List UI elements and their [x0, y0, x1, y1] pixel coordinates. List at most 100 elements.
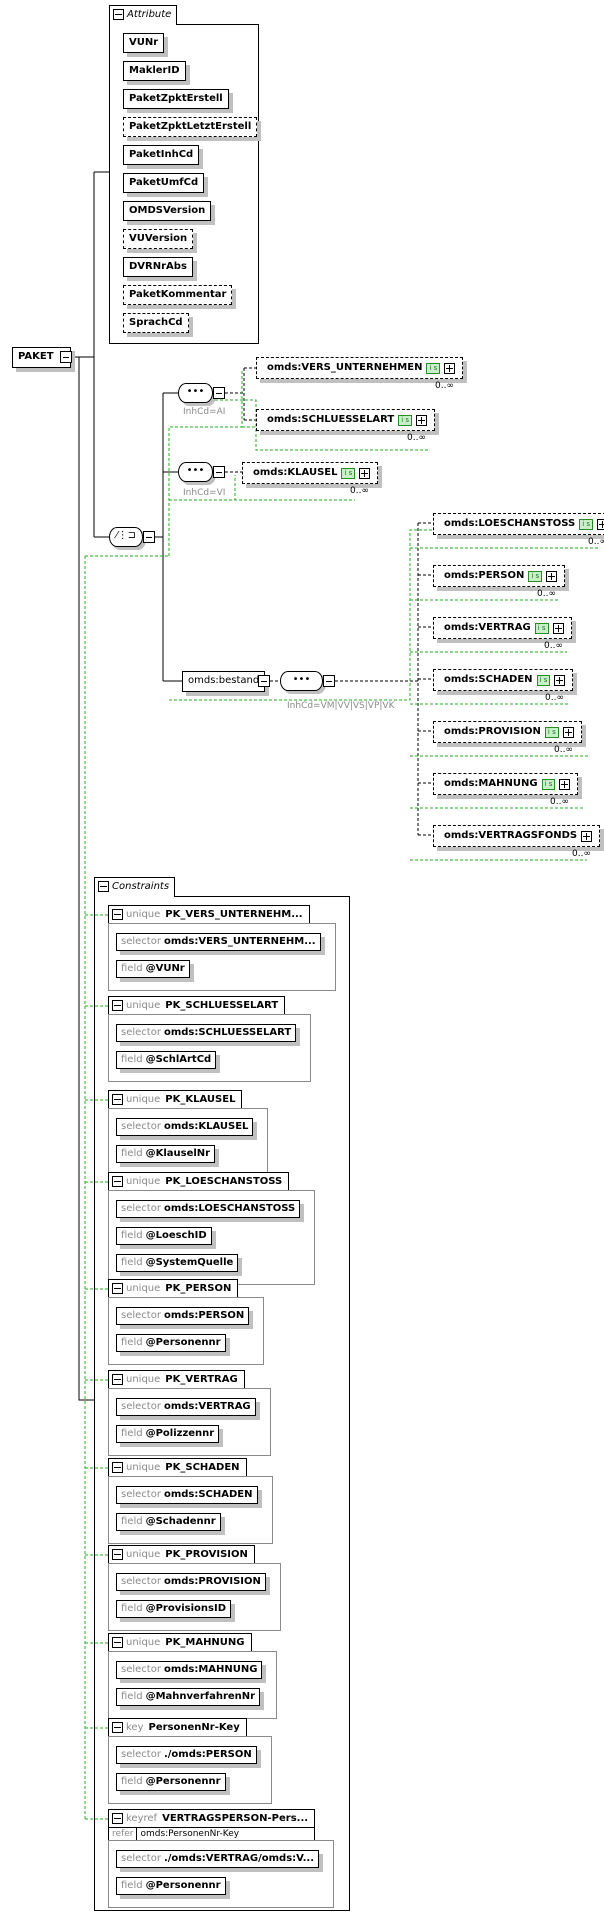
- constraint-row-kind: selector: [121, 1310, 161, 1321]
- attribute-paketkommentar[interactable]: PaketKommentar: [123, 285, 233, 305]
- expand-icon[interactable]: [552, 622, 564, 634]
- collapse-sequence-bestand-button[interactable]: [323, 675, 335, 687]
- constraint-field[interactable]: field@Schadennr: [116, 1513, 221, 1531]
- multiplicity: 0..∞: [544, 641, 563, 651]
- expand-icon[interactable]: [546, 570, 558, 582]
- collapse-icon[interactable]: [112, 1636, 123, 1648]
- attribute-paketzpkterstell[interactable]: PaketZpktErstell: [123, 89, 229, 109]
- attribute-dvrnrabs[interactable]: DVRNrAbs: [123, 257, 193, 277]
- constraints-tab[interactable]: Constraints: [94, 877, 176, 897]
- attribute-omdsversion[interactable]: OMDSVersion: [123, 201, 212, 221]
- constraint-field[interactable]: field@Personennr: [116, 1773, 226, 1791]
- bestand-group[interactable]: omds:bestand: [182, 671, 266, 692]
- attribute-group-tab[interactable]: Attribute: [109, 5, 178, 25]
- attribute-maklerid[interactable]: MaklerID: [123, 61, 186, 81]
- choice-compositor[interactable]: ⁄⋮⊐: [109, 527, 143, 547]
- constraint-selector[interactable]: selector./omds:VERTRAG/omds:V...: [116, 1850, 319, 1868]
- multiplicity: 0..∞: [572, 849, 591, 859]
- collapse-icon[interactable]: [112, 1282, 123, 1294]
- attribute-paketzpktletzterstell[interactable]: PaketZpktLetztErstell: [123, 117, 258, 137]
- constraint-field[interactable]: field@Polizzennr: [116, 1425, 220, 1443]
- expand-icon[interactable]: [444, 362, 456, 374]
- collapse-icon[interactable]: [112, 999, 123, 1011]
- collapse-icon[interactable]: [112, 1721, 123, 1733]
- expand-icon[interactable]: [581, 830, 593, 842]
- collapse-icon[interactable]: [112, 908, 123, 920]
- collapse-icon[interactable]: [112, 1812, 123, 1824]
- collapse-icon[interactable]: [112, 1548, 123, 1560]
- constraint-field[interactable]: field@ProvisionsID: [116, 1600, 231, 1618]
- constraint-field[interactable]: field@Personennr: [116, 1334, 226, 1352]
- constraint-field[interactable]: field@SystemQuelle: [116, 1254, 239, 1272]
- constraint-field[interactable]: field@LoeschID: [116, 1227, 212, 1245]
- attribute-sprachcd[interactable]: SprachCd: [123, 313, 189, 333]
- expand-icon[interactable]: [562, 726, 574, 738]
- attribute-vunr[interactable]: VUNr: [123, 33, 165, 53]
- expand-icon[interactable]: [597, 518, 604, 530]
- constraint-name: VERTRAGSPERSON-Pers...: [162, 1813, 309, 1824]
- expand-icon[interactable]: [359, 467, 371, 479]
- constraint-field[interactable]: field@VUNr: [116, 960, 190, 978]
- constraint-field[interactable]: field@SchlArtCd: [116, 1051, 217, 1069]
- collapse-icon[interactable]: [113, 8, 124, 20]
- expand-icon[interactable]: [554, 674, 566, 686]
- constraint-row-kind: selector: [121, 1121, 161, 1132]
- constraint-field[interactable]: field@MahnverfahrenNr: [116, 1688, 261, 1706]
- expand-icon[interactable]: [416, 414, 428, 426]
- collapse-sequence-2-button[interactable]: [213, 466, 225, 478]
- collapse-bestand-button[interactable]: [258, 675, 270, 687]
- collapse-icon[interactable]: [112, 1373, 123, 1385]
- attribute-paketinhcd[interactable]: PaketInhCd: [123, 145, 200, 165]
- collapse-icon[interactable]: [112, 1461, 123, 1473]
- sequence-compositor-bestand[interactable]: •••: [280, 671, 323, 691]
- constraint-field[interactable]: field@KlauselNr: [116, 1145, 216, 1163]
- constraint-field[interactable]: field@Personennr: [116, 1877, 226, 1895]
- collapse-icon[interactable]: [98, 880, 109, 892]
- bestand-name: omds:bestand: [188, 675, 260, 686]
- attribute-paketumfcd[interactable]: PaketUmfCd: [123, 173, 205, 193]
- element-vertragsfonds[interactable]: omds:VERTRAGSFONDS: [433, 825, 601, 847]
- constraint-row-kind: field: [121, 1516, 143, 1527]
- collapse-paket-button[interactable]: [60, 351, 72, 363]
- collapse-icon[interactable]: [112, 1093, 123, 1105]
- sequence-compositor-1[interactable]: •••: [178, 383, 213, 403]
- constraint-selector[interactable]: selector./omds:PERSON: [116, 1746, 257, 1764]
- collapse-choice-button[interactable]: [143, 531, 155, 543]
- collapse-icon[interactable]: [112, 1175, 123, 1187]
- collapse-sequence-1-button[interactable]: [213, 387, 225, 399]
- sequence-compositor-2[interactable]: •••: [178, 462, 213, 482]
- attribute-vuversion[interactable]: VUVersion: [123, 229, 194, 249]
- expand-icon[interactable]: [559, 778, 571, 790]
